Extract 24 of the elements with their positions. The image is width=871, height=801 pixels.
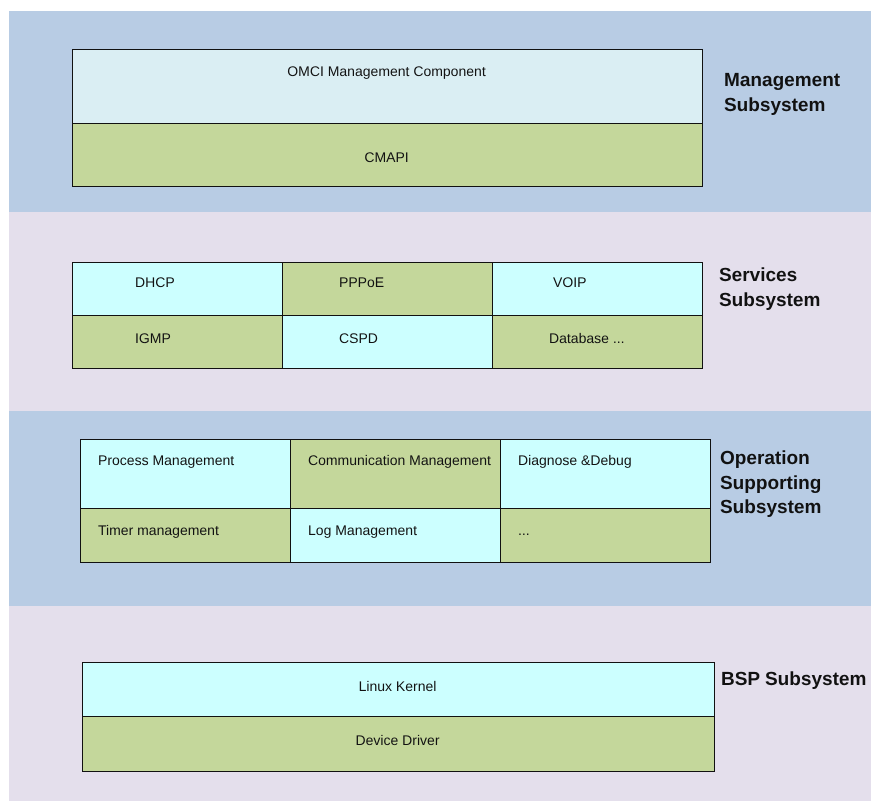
component-cell: Communication Management: [290, 439, 501, 509]
component-cell: Linux Kernel: [82, 662, 715, 718]
component-cell: PPPoE: [282, 262, 493, 316]
component-cell: CMAPI: [72, 123, 703, 187]
component-cell: CSPD: [282, 315, 493, 369]
component-cell: DHCP: [72, 262, 283, 316]
component-cell: Diagnose &Debug: [500, 439, 711, 509]
component-cell: Log Management: [290, 508, 501, 563]
component-cell: ...: [500, 508, 711, 563]
subsystem-band: [9, 606, 871, 801]
subsystem-band: [9, 411, 871, 606]
subsystem-heading: Operation Supporting Subsystem: [720, 447, 822, 520]
subsystem-heading: BSP Subsystem: [721, 668, 868, 692]
component-cell: IGMP: [72, 315, 283, 369]
subsystem-band: [9, 212, 871, 411]
component-cell: Database ...: [492, 315, 703, 369]
subsystem-band: [9, 11, 871, 212]
component-cell: Device Driver: [82, 716, 715, 772]
component-cell: Timer management: [80, 508, 291, 563]
component-cell: VOIP: [492, 262, 703, 316]
subsystem-heading: Management Subsystem: [724, 69, 842, 118]
subsystem-heading: Services Subsystem: [719, 264, 822, 313]
component-cell: OMCI Management Component: [72, 49, 703, 125]
component-cell: Process Management: [80, 439, 291, 509]
